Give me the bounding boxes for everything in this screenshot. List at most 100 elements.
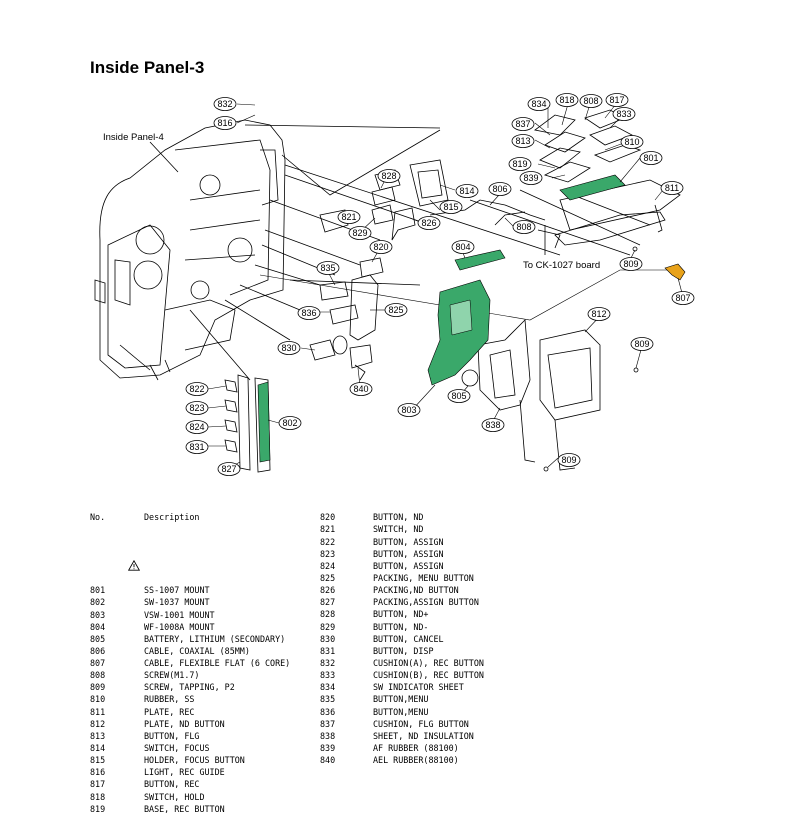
callout-808a: 808 <box>579 94 603 108</box>
callout-label: 820 <box>373 242 388 252</box>
callout-label: 802 <box>282 418 297 428</box>
part-number: 836 <box>320 706 336 717</box>
callout-836: 836 <box>297 306 321 320</box>
part-description: SW-1037 MOUNT <box>144 597 210 608</box>
callout-815: 815 <box>439 200 463 214</box>
callout-label: 811 <box>665 183 679 193</box>
part-number: 809 <box>90 682 106 693</box>
part-number: 833 <box>320 670 336 681</box>
callout-829: 829 <box>348 226 372 240</box>
callout-label: 835 <box>320 263 335 273</box>
part-number: 812 <box>90 718 106 729</box>
part-description: PACKING, MENU BUTTON <box>373 573 474 584</box>
callout-label: 808 <box>583 96 598 106</box>
callout-label: 803 <box>401 405 416 415</box>
callout-label: 807 <box>675 293 690 303</box>
part-description: BATTERY, LITHIUM (SECONDARY) <box>144 633 286 644</box>
parts-row: 820 BUTTON, ND <box>320 511 484 523</box>
callout-label: 813 <box>515 136 530 146</box>
callout-826: 826 <box>417 216 441 230</box>
part-description: SCREW, TAPPING, P2 <box>144 682 235 693</box>
callout-825: 825 <box>384 303 408 317</box>
part-description: BUTTON, ND <box>373 512 424 523</box>
callout-816: 816 <box>213 116 237 130</box>
parts-row: 802 SW-1037 MOUNT <box>90 596 290 608</box>
callout-801: 801 <box>639 151 663 165</box>
callout-809b: 809 <box>630 337 654 351</box>
callout-834: 834 <box>527 97 551 111</box>
part-number: 829 <box>320 621 336 632</box>
part-number: 814 <box>90 743 106 754</box>
callout-label: 808 <box>516 222 531 232</box>
callout-label: 815 <box>443 202 458 212</box>
callout-809c: 809 <box>557 453 581 467</box>
part-description: PLATE, REC <box>144 706 195 717</box>
callout-label: 826 <box>421 218 436 228</box>
part-number: 807 <box>90 658 106 669</box>
callout-824: 824 <box>185 420 209 434</box>
parts-header-row: No. Description <box>90 511 290 523</box>
callout-label: 809 <box>634 339 649 349</box>
callout-label: 809 <box>623 259 638 269</box>
part-description: BUTTON, ASSIGN <box>373 560 444 571</box>
part-description: HOLDER, FOCUS BUTTON <box>144 755 245 766</box>
part-description: SWITCH, HOLD <box>144 791 205 802</box>
part-description: SW INDICATOR SHEET <box>373 682 464 693</box>
callout-label: 817 <box>609 95 624 105</box>
part-description: PACKING,ND BUTTON <box>373 585 459 596</box>
part-number: 820 <box>320 512 336 523</box>
callout-label: 831 <box>189 442 204 452</box>
callout-817: 817 <box>605 93 629 107</box>
part-description: CUSHION(B), REC BUTTON <box>373 670 484 681</box>
callout-837: 837 <box>511 117 535 131</box>
part-description: WF-1008A MOUNT <box>144 621 215 632</box>
callout-label: 829 <box>352 228 367 238</box>
callout-label: 801 <box>643 153 658 163</box>
callout-820: 820 <box>369 240 393 254</box>
part-number: 802 <box>90 597 106 608</box>
callout-label: 823 <box>189 403 204 413</box>
callout-838: 838 <box>481 418 505 432</box>
callout-label: 836 <box>301 308 316 318</box>
part-description: BUTTON, ASSIGN <box>373 548 444 559</box>
part-number: 806 <box>90 645 106 656</box>
callout-807: 807 <box>671 291 695 305</box>
callout-label: 833 <box>616 109 631 119</box>
callout-821: 821 <box>337 210 361 224</box>
part-number: 827 <box>320 597 336 608</box>
part-number: 801 <box>90 585 106 596</box>
callout-label: 816 <box>217 118 232 128</box>
part-description: BUTTON, ND+ <box>373 609 429 620</box>
part-number: 803 <box>90 609 106 620</box>
callout-label: 832 <box>217 99 232 109</box>
callout-label: 814 <box>459 186 474 196</box>
exploded-diagram: 8328168348188088178338378138108198398018… <box>94 93 695 476</box>
callout-label: 834 <box>531 99 546 109</box>
parts-row: 807 CABLE, FLEXIBLE FLAT (6 CORE) <box>90 657 290 669</box>
parts-row: 809 SCREW, TAPPING, P2 <box>90 681 290 693</box>
part-description: CABLE, FLEXIBLE FLAT (6 CORE) <box>144 658 291 669</box>
callout-818: 818 <box>555 93 579 107</box>
board-804 <box>454 249 506 271</box>
part-number: 828 <box>320 609 336 620</box>
flex-cable-807 <box>664 263 686 281</box>
part-number: 819 <box>90 803 106 814</box>
